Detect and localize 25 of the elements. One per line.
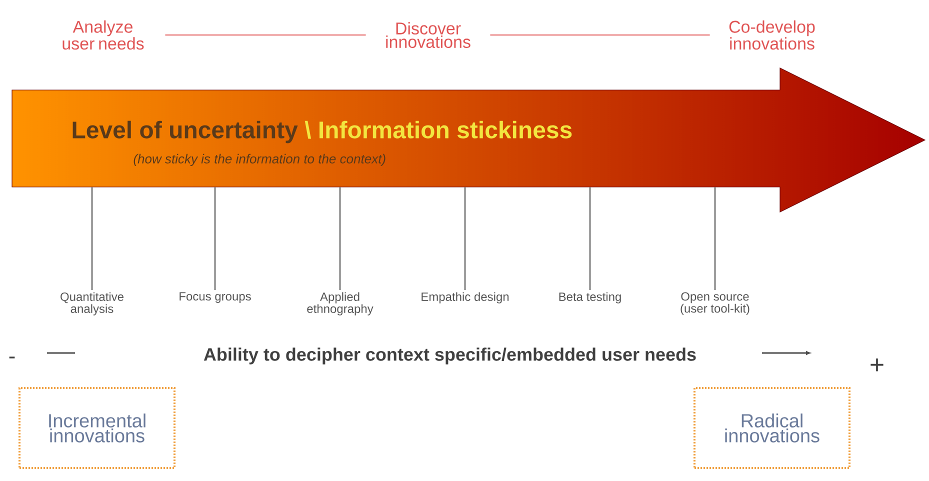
tick-line [464,187,466,290]
innovation-box: Incremental innovations [18,387,176,469]
tick-line [91,187,93,290]
stage-label: Analyze user needs [62,20,144,50]
tick-line [214,187,216,290]
innovation-box: Radical innovations [694,387,850,469]
tick-line [714,187,716,290]
arrow-title: Level of uncertainty \ Information stickiness [72,120,572,144]
connector-line [164,34,366,36]
minus-sign: - [9,356,15,358]
method-label: Beta testing [559,292,621,304]
big-arrow [12,68,926,212]
ability-label: Ability to decipher context specific/embedded user needs [204,348,696,364]
arrow-subtitle: (how sticky is the information to the context) [134,154,386,166]
method-label: Empathic design [422,292,509,304]
method-label: Quantitative analysis [60,292,124,316]
stage-label: Discover innovations [386,22,470,48]
plus-sign: + [870,358,884,372]
method-label: Focus groups [180,292,251,303]
method-label: Open source (user tool-kit) [680,292,750,316]
connector-line [490,34,710,36]
stage-label: Co-develop innovations [729,20,815,50]
method-label: Applied ethnography [307,292,374,316]
tick-line [589,187,591,290]
tick-line [339,187,341,290]
